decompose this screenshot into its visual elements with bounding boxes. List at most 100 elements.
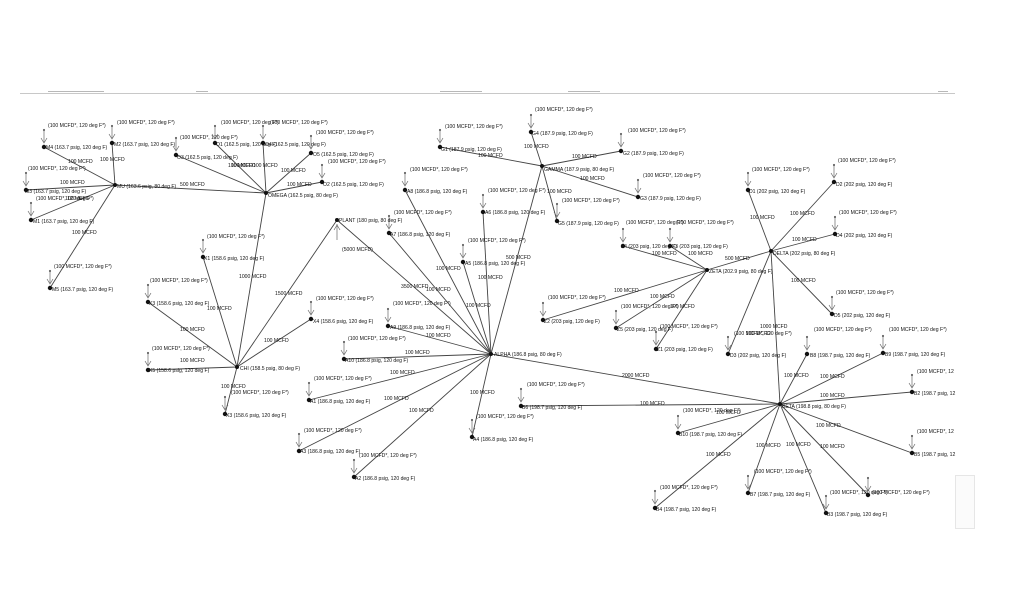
node-dot [335,218,339,222]
node-b9[interactable]: B9 (198.7 psig, 120 deg F)(100 MCFD*, 12… [879,327,947,358]
node-beta[interactable]: BETA (198.8 psig, 80 deg F) [778,402,846,410]
node-a3[interactable]: A3 (186.8 psig, 120 deg F)(100 MCFD*, 12… [295,428,362,455]
node-g4[interactable]: G4 (187.9 psig, 120 deg F)(100 MCFD*, 12… [527,107,593,137]
node-spec: (100 MCFD*, 120 deg F*) [54,264,112,270]
node-a7[interactable]: A7 (186.8 psig, 120 deg F)(100 MCFD*, 12… [385,210,452,238]
node-g3[interactable]: G3 (187.9 psig, 120 deg F)(100 MCFD*, 12… [634,173,701,202]
node-label: PLANT (180 psig, 80 deg F) [339,218,403,224]
sink-arrow-icon [539,301,547,317]
pipe-b1-beta [779,403,869,496]
node-d4[interactable]: D4 (202 psig, 120 deg F)(100 MCFD*, 120 … [831,210,897,239]
node-omega[interactable]: OMEGA (162.5 psig, 80 deg F) [264,191,338,199]
node-label: G1 (187.9 psig, 120 deg F) [441,147,502,153]
node-d2[interactable]: D2 (202 psig, 120 deg F)(100 MCFD*, 120 … [830,158,896,188]
node-o3[interactable]: O3 (162.5 psig, 120 deg F)(100 MCFD*, 12… [172,135,238,161]
node-z3[interactable]: Z3 (203 psig, 120 deg F)(100 MCFD*, 120 … [666,220,734,250]
node-b3[interactable]: B3 (198.7 psig, 120 deg F)(100 MCFD*, 12… [822,490,888,518]
node-d1[interactable]: D1 (202 psig, 120 deg F)(100 MCFD*, 120 … [744,167,810,195]
node-a10[interactable]: A10 (186.8 psig, 120 deg F)(100 MCFD*, 1… [340,336,408,364]
node-z1[interactable]: Z1 (203 psig, 120 deg F)(100 MCFD*, 120 … [652,324,718,353]
node-b10[interactable]: B10 (198.7 psig, 120 deg F)(100 MCFD*, 1… [674,408,742,438]
node-b6[interactable]: B6 (198.7 psig, 120 deg F)(100 MCFD*, 12… [517,382,585,411]
node-b5[interactable]: B5 (198.7 psig, 12(100 MCFD*, 12 [908,429,956,458]
node-a4[interactable]: A4 (186.8 psig, 120 deg F)(100 MCFD*, 12… [468,414,534,443]
pipe-b3-beta [779,403,827,514]
sink-arrow-icon [22,171,30,187]
node-x3[interactable]: X3 (158.6 psig, 120 deg F)(100 MCFD*, 12… [221,390,289,419]
node-zeta[interactable]: ZETA (202.9 psig, 80 deg F) [705,268,773,275]
node-a5[interactable]: A5 (186.8 psig, 120 deg F)(100 MCFD*, 12… [459,238,526,267]
node-spec: (100 MCFD*, 120 deg F*) [316,130,374,136]
node-m3[interactable]: M3 (163.7 psig, 120 deg F)(100 MCFD*, 12… [22,166,86,195]
node-z2[interactable]: Z2 (203 psig, 120 deg F)(100 MCFD*, 120 … [539,295,606,325]
node-x4[interactable]: X4 (158.6 psig, 120 deg F)(100 MCFD*, 12… [307,296,374,325]
node-g1[interactable]: G1 (187.9 psig, 120 deg F)(100 MCFD*, 12… [436,124,503,153]
node-spec: (100 MCFD*, 120 deg F*) [488,188,546,194]
node-spec: (100 MCFD*, 120 deg F*) [836,290,894,296]
node-x1[interactable]: X1 (158.6 psig, 120 deg F)(100 MCFD*, 12… [199,234,265,262]
node-label: X3 (158.6 psig, 120 deg F) [226,413,287,419]
node-spec: (100 MCFD*, 120 deg F*) [535,107,593,113]
pipe-flow-label: 100 MCFD [750,215,775,221]
node-b2[interactable]: B2 (198.7 psig, 12(100 MCFD*, 12 [908,369,956,397]
node-plant[interactable]: PLANT (180 psig, 80 deg F) (5000 MCFD) [333,218,403,253]
pipe-m4-mu [43,146,116,186]
node-label: O1 (162.5 psig, 120 deg F) [216,142,277,148]
node-m5[interactable]: M5 (163.7 psig, 120 deg F)(100 MCFD*, 12… [46,264,113,293]
node-dot [308,150,314,156]
node-x5[interactable]: X5 (158.6 psig, 120 deg F)(100 MCFD*, 12… [144,346,210,374]
sink-arrow-icon [172,136,180,152]
node-spec: (100 MCFD*, 120 deg F*) [221,120,279,126]
node-mu[interactable]: MU (163.6 psig, 80 deg F) [113,183,176,190]
node-z5[interactable]: Z5 (203 psig, 120 deg F)(100 MCFD*, 120 … [612,304,679,333]
node-chi[interactable]: CHI (158.5 psig, 80 deg F) [235,365,300,372]
node-spec: (100 MCFD*, 120 deg F*) [117,120,175,126]
pipe-flow-label: 100 MCFD [221,384,246,390]
node-label: A1 (186.8 psig, 120 deg F) [310,399,371,405]
sink-arrow-icon [27,201,35,217]
node-spec: (100 MCFD*, 120 deg F*) [830,490,888,496]
node-dot [829,311,835,317]
node-m4[interactable]: M4 (163.7 psig, 120 deg F)(100 MCFD*, 12… [40,123,107,151]
node-g2[interactable]: G2 (187.9 psig, 120 deg F)(100 MCFD*, 12… [617,128,686,157]
pipe-flow-label: 100 MCFD [572,154,597,160]
node-d5[interactable]: D5 (202 psig, 120 deg F)(100 MCFD*, 120 … [828,290,894,319]
node-alpha[interactable]: ALPHA (186.8 psig, 80 deg F) [489,352,562,358]
node-a2[interactable]: A2 (186.8 psig, 120 deg F)(100 MCFD*, 12… [350,453,417,482]
pipe-omega-chi [236,192,267,368]
node-x3b[interactable]: X3 (158.6 psig, 120 deg F)(100 MCFD*, 12… [144,278,210,307]
node-d3[interactable]: D3 (202 psig, 120 deg F)(100 MCFD*, 120 … [724,331,792,359]
node-o5[interactable]: O5 (162.5 psig, 120 deg F)(100 MCFD*, 12… [307,130,374,158]
side-panel-edge [955,475,975,529]
node-m1[interactable]: M1 (163.7 psig, 120 deg F)(100 MCFD*, 12… [27,196,94,225]
node-dot [831,179,837,185]
node-a6[interactable]: A6 (186.8 psig, 120 deg F)(100 MCFD*, 12… [479,188,546,216]
node-delta[interactable]: DELTA (202 psig, 80 deg F) [769,249,836,257]
node-b1[interactable]: (100 MCFD*, 120 deg F*) [864,476,930,498]
node-o1[interactable]: O1 (162.5 psig, 120 deg F) (100 MCFD*, 12… [211,120,279,148]
node-a9[interactable]: A9 (186.8 psig, 120 deg F)(100 MCFD*, 12… [384,301,451,331]
node-b8[interactable]: B8 (198.7 psig, 120 deg F)(100 MCFD*, 12… [803,327,872,359]
pipe-a3-alpha [298,353,492,452]
node-dot [222,411,228,417]
node-dot [260,140,266,146]
sink-arrow-icon [724,335,732,351]
node-dot [528,129,534,135]
node-a8[interactable]: A8 (186.8 psig, 120 deg F)(100 MCFD*, 12… [401,167,468,195]
pipe-flow-label: 100 MCFD [614,288,639,294]
node-z4[interactable]: Z4 (203 psig, 120 deg F)(100 MCFD*, 120 … [619,220,684,250]
node-m2[interactable]: M2 (163.7 psig, 120 deg F)(100 MCFD*, 12… [108,120,175,148]
node-spec: (100 MCFD*, 120 deg F*) [643,173,701,179]
pipe-flow-label: 100 MCFD [180,358,205,364]
node-gamma[interactable]: GAMMA (187.9 psig, 80 deg F) [540,164,615,173]
node-b7[interactable]: B7 (198.7 psig, 120 deg F)(100 MCFD*, 12… [744,469,812,498]
node-a1[interactable]: A1 (186.8 psig, 120 deg F)(100 MCFD*, 12… [305,376,372,405]
node-spec: (5000 MCFD) [342,247,373,253]
node-o4[interactable]: O4 (162.5 psig, 120 deg F)(100 MCFD*, 12… [259,120,328,148]
node-g5[interactable]: G5 (187.9 psig, 120 deg F)(100 MCFD*, 12… [553,198,620,227]
node-spec: (100 MCFD*, 120 deg F*) [548,295,606,301]
node-o2[interactable]: O2 (162.5 psig, 120 deg F)(100 MCFD*, 12… [318,159,386,188]
node-label: O2 (162.5 psig, 120 deg F) [323,182,384,188]
sink-arrow-icon [617,132,625,148]
node-b4[interactable]: B4 (198.7 psig, 120 deg F)(100 MCFD*, 12… [651,485,718,513]
